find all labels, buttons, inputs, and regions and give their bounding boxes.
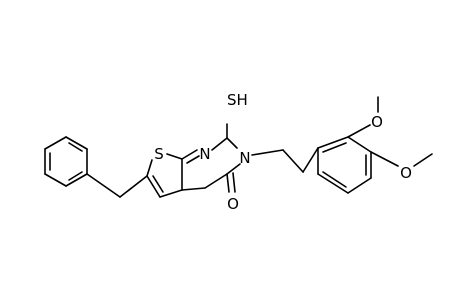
bond — [65, 136, 88, 150]
bond — [211, 137, 228, 151]
bond — [302, 147, 319, 173]
atom-label-o-methoxy-1: O — [371, 113, 383, 131]
double-bond-inner — [186, 155, 200, 164]
bond — [181, 149, 198, 160]
bond — [44, 173, 67, 187]
carbonyl-bond — [226, 173, 230, 193]
atom-label-n3: N — [239, 149, 250, 167]
bond — [166, 153, 183, 160]
bond — [119, 175, 148, 198]
pyrimidine-ring — [181, 123, 241, 193]
double-bond-inner — [322, 171, 347, 188]
atom-label-o-methoxy-2: O — [400, 164, 412, 182]
atom-label-n1: N — [199, 145, 210, 163]
bond — [86, 173, 121, 198]
double-bond-inner — [68, 171, 83, 181]
bond — [251, 149, 284, 156]
bond — [204, 173, 228, 189]
double-bond-inner — [68, 142, 83, 152]
thiophene-ring — [146, 153, 183, 198]
bond — [282, 149, 304, 173]
double-bond-inner — [152, 175, 164, 193]
bond — [181, 187, 206, 191]
bond — [226, 137, 238, 149]
bond — [146, 175, 161, 198]
atom-label-o-carbonyl: O — [227, 195, 239, 213]
bond — [159, 189, 183, 198]
phenyl-ring — [44, 136, 88, 187]
bond — [317, 136, 349, 149]
bond — [413, 153, 433, 167]
carbonyl-bond — [232, 172, 236, 193]
atom-label-sh: SH — [227, 91, 248, 109]
bond — [347, 177, 372, 194]
bond — [317, 173, 349, 194]
bond — [44, 136, 67, 150]
bond — [226, 163, 241, 175]
bond — [370, 151, 399, 167]
bond — [347, 136, 372, 153]
bond — [65, 173, 88, 187]
bond — [347, 124, 371, 138]
double-bond-inner — [322, 142, 347, 153]
atom-label-s-ring: S — [154, 145, 164, 163]
bond — [146, 159, 153, 177]
dimethoxyphenyl-ring — [317, 136, 372, 194]
